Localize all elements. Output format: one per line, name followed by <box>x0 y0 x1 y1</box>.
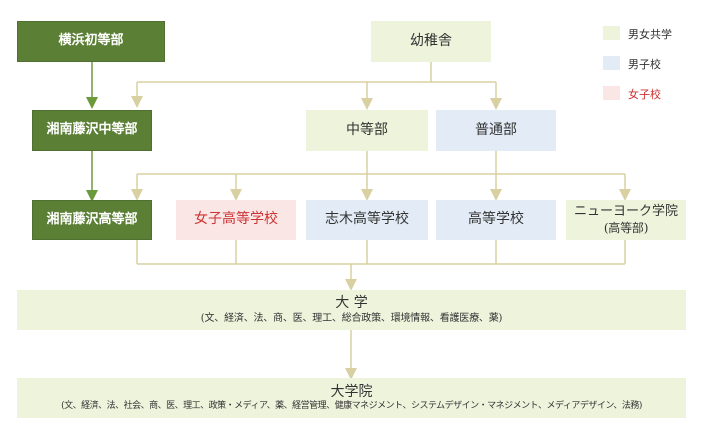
node-futsubu: 普通部 <box>436 110 556 151</box>
node-sublabel: (高等部) <box>603 220 649 235</box>
node-label: 幼稚舎 <box>410 32 452 49</box>
node-kindergarten: 幼稚舎 <box>371 21 491 62</box>
node-label: 湘南藤沢中等部 <box>46 122 138 138</box>
node-sublabel: (文、経済、法、社会、商、医、理工、政策・メディア、薬、経営管理、健康マネジメン… <box>61 401 642 412</box>
legend-label-girls: 女子校 <box>628 88 661 101</box>
node-new-york: ニューヨーク学院 (高等部) <box>566 200 686 240</box>
node-label: 湘南藤沢高等部 <box>46 211 138 227</box>
node-label: 中等部 <box>346 121 388 138</box>
node-girls-high: 女子高等学校 <box>176 200 296 240</box>
node-yokohama-elementary: 横浜初等部 <box>17 21 165 62</box>
node-shiki-high: 志木高等学校 <box>306 200 428 240</box>
node-label: 大 学 <box>335 295 368 311</box>
node-sublabel: (文、経済、法、商、医、理工、総合政策、環境情報、看護医療、薬) <box>200 312 503 324</box>
legend-swatch-girls <box>603 86 620 100</box>
legend-label-coed: 男女共学 <box>628 28 672 41</box>
legend-label-boys: 男子校 <box>628 58 661 71</box>
node-shonan-senior: 湘南藤沢高等部 <box>32 200 152 240</box>
node-label: 普通部 <box>475 121 517 138</box>
node-high-school: 高等学校 <box>436 200 556 240</box>
node-university: 大 学 (文、経済、法、商、医、理工、総合政策、環境情報、看護医療、薬) <box>17 290 686 330</box>
node-graduate-school: 大学院 (文、経済、法、社会、商、医、理工、政策・メディア、薬、経営管理、健康マ… <box>17 378 686 418</box>
legend-swatch-boys <box>603 56 620 70</box>
node-label: 大学院 <box>330 383 373 400</box>
node-shonan-junior: 湘南藤沢中等部 <box>32 110 152 151</box>
node-label: 横浜初等部 <box>58 33 124 49</box>
node-label: ニューヨーク学院 <box>573 204 678 220</box>
node-label: 女子高等学校 <box>194 211 278 228</box>
node-label: 志木高等学校 <box>325 211 409 228</box>
node-junior-high: 中等部 <box>306 110 428 151</box>
node-label: 高等学校 <box>468 211 524 228</box>
legend-swatch-coed <box>603 26 620 40</box>
